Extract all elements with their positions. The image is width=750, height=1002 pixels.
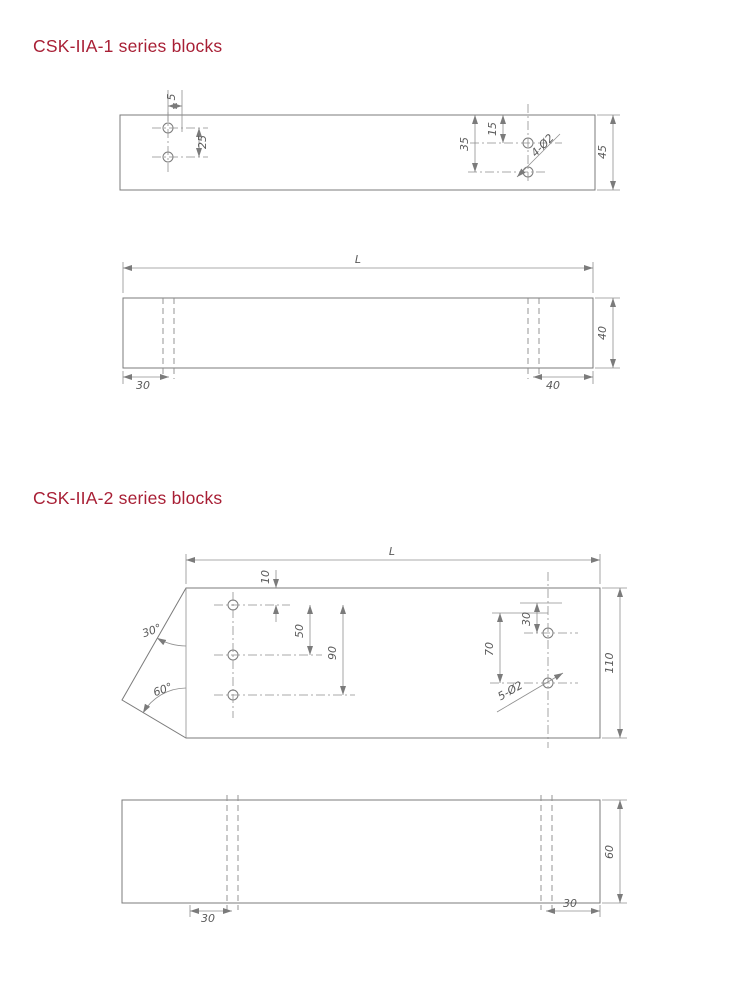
dim-label-30-left: 30	[136, 379, 150, 392]
angle-label-60: 60°	[151, 680, 174, 699]
dim-label-90: 90	[326, 646, 339, 660]
block-outline	[121, 799, 601, 904]
angle-arc	[142, 687, 187, 714]
hole-note-label: 4-Ø2	[529, 132, 557, 160]
dim-label-15: 15	[486, 122, 499, 136]
csk1-top-view: 5 25 15 35 4-Ø2 45	[119, 90, 620, 191]
dim-label-30-right: 30	[563, 897, 577, 910]
block-outline	[121, 587, 601, 739]
dim-label-40-side: 40	[596, 326, 609, 340]
block-outline	[122, 297, 594, 369]
dim-label-5: 5	[165, 94, 178, 101]
section-title-csk-iia-1: CSK-IIA-1 series blocks	[33, 36, 223, 56]
dim-label-60: 60	[603, 845, 616, 859]
leader-line	[516, 133, 561, 178]
dim-label-50: 50	[293, 624, 306, 638]
csk2-top-view: L 30° 60° 10 50 90	[121, 545, 627, 748]
dim-label-L: L	[355, 253, 361, 266]
dim-label-30: 30	[520, 612, 533, 626]
csk1-front-view: L 40 30 40	[122, 253, 620, 392]
block-outline	[119, 114, 596, 191]
angle-label-30: 30°	[140, 621, 163, 640]
dim-label-45: 45	[596, 145, 609, 159]
dim-label-40-right: 40	[546, 379, 560, 392]
dim-label-30-left: 30	[201, 912, 215, 925]
dim-label-35: 35	[458, 137, 471, 151]
leader-line	[496, 672, 564, 713]
angle-arc	[156, 637, 187, 647]
section-title-csk-iia-2: CSK-IIA-2 series blocks	[33, 488, 223, 508]
dim-label-25: 25	[196, 135, 209, 149]
dim-label-110: 110	[603, 653, 616, 674]
csk2-front-view: 60 30 30	[121, 795, 627, 925]
dim-label-10: 10	[259, 570, 272, 584]
dim-label-L: L	[389, 545, 395, 558]
dim-label-70: 70	[483, 642, 496, 656]
